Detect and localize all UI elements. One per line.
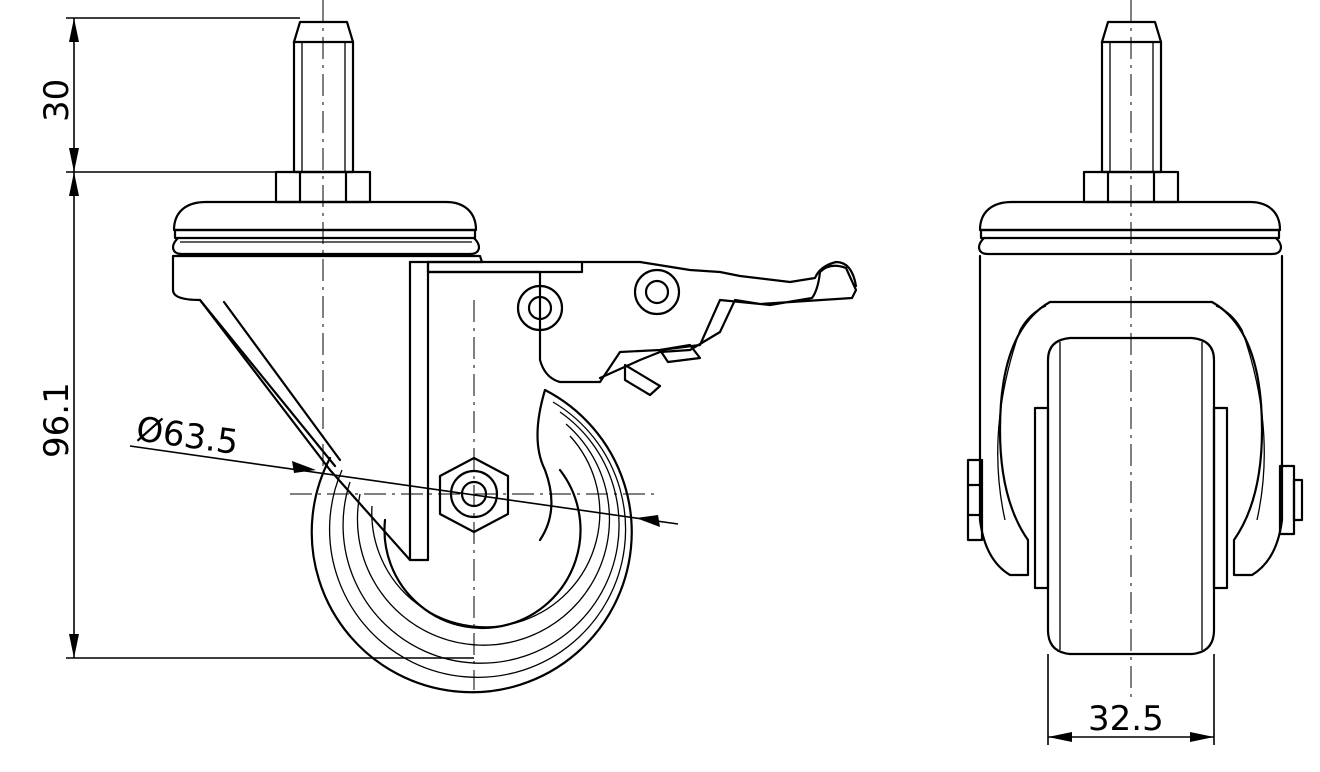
front-wheel (1033, 336, 1229, 656)
fork-body (171, 254, 484, 562)
side-wheel (310, 388, 633, 694)
swivel-top-plate (172, 200, 480, 256)
front-axle-nuts (966, 458, 1304, 542)
wheel-width-label: 32.5 (1088, 699, 1164, 739)
height-dimensions: 30 96.1 (37, 17, 474, 659)
side-view: Ø63.5 30 96.1 (37, 0, 858, 694)
front-view: 32.5 (966, 0, 1304, 745)
wheel-diameter-dimension: Ø63.5 (129, 409, 679, 527)
lever-pivot-right (633, 268, 681, 316)
overall-height-label: 96.1 (37, 382, 77, 458)
lever-pivot-left (516, 284, 564, 332)
stem-height-label: 30 (37, 79, 77, 122)
front-top-plate (978, 200, 1282, 256)
brake-lever (426, 260, 858, 397)
wheel-diameter-label: Ø63.5 (134, 409, 241, 463)
wheel-width-dimension: 32.5 (1047, 654, 1215, 745)
front-fork (978, 254, 1284, 577)
